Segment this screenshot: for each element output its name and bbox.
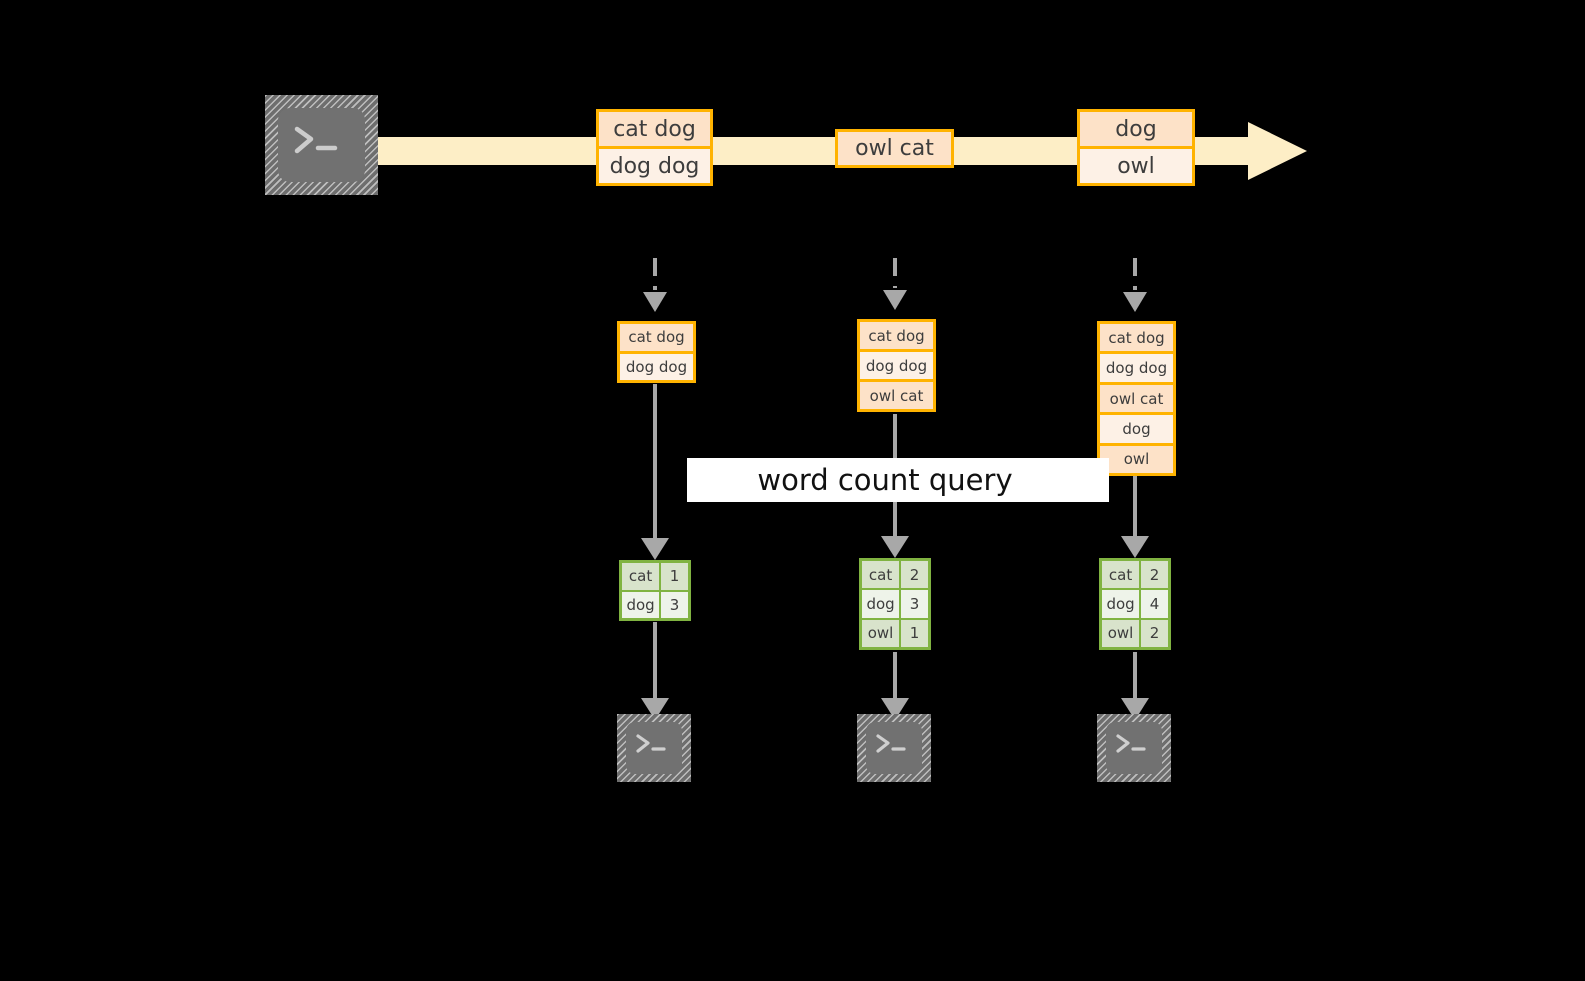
query-connector-arrowhead-3 [1121,536,1149,558]
query-connector-arrowhead-1 [641,538,669,560]
snapshot-3-input-stack[interactable]: cat dog dog dog owl cat dog owl [1097,321,1176,476]
snapshot-2-result-table[interactable]: cat 2 dog 3 owl 1 [859,558,931,650]
snapshot-3-result-table[interactable]: cat 2 dog 4 owl 2 [1099,558,1171,650]
snapshot-3-input-line-4: dog [1100,412,1173,443]
stream-event-2-line-1: owl cat [838,132,951,165]
result-word: dog [862,590,900,618]
table-row: owl 1 [862,617,928,647]
snapshot-1-input-stack[interactable]: cat dog dog dog [617,321,696,383]
result-word: owl [862,619,900,647]
stream-event-2[interactable]: owl cat [835,129,954,168]
snapshot-2-input-stack[interactable]: cat dog dog dog owl cat [857,319,936,412]
sink-connector-arrowhead-1 [641,698,669,720]
stream-event-1-line-1: cat dog [599,112,710,146]
result-word: cat [862,561,900,589]
result-word: cat [1102,561,1140,589]
source-terminal-prompt-icon [294,126,338,154]
snapshot-3-input-line-1: cat dog [1100,324,1173,352]
dashed-feed-arrowhead-2 [883,290,907,310]
source-terminal-body [278,108,365,182]
stream-event-1-line-2: dog dog [599,146,710,183]
result-count: 3 [899,590,928,618]
result-count: 3 [659,591,688,618]
sink-terminal-icon-1 [617,714,691,782]
result-count: 2 [1139,561,1168,589]
snapshot-2-input-line-3: owl cat [860,379,933,409]
result-count: 1 [659,563,688,590]
dashed-feed-arrowhead-1 [643,292,667,312]
table-row: dog 4 [1102,588,1168,618]
table-row: cat 2 [1102,561,1168,589]
sink-terminal-prompt-icon [1116,734,1146,753]
snapshot-1-input-line-1: cat dog [620,324,693,351]
sink-connector-arrowhead-2 [881,698,909,720]
stream-event-3-line-2: owl [1080,146,1192,183]
sink-terminal-icon-2 [857,714,931,782]
snapshot-3-input-line-5: owl [1100,442,1173,474]
table-row: dog 3 [622,589,688,618]
table-row: owl 2 [1102,617,1168,647]
result-count: 2 [899,561,928,589]
snapshot-2-input-line-1: cat dog [860,322,933,349]
source-terminal-icon [265,95,378,195]
result-word: dog [1102,590,1140,618]
sink-terminal-prompt-icon [876,734,906,753]
table-row: cat 1 [622,563,688,590]
result-count: 2 [1139,619,1168,647]
stream-event-1[interactable]: cat dog dog dog [596,109,713,186]
sink-connector-arrowhead-3 [1121,698,1149,720]
result-word: cat [622,563,660,590]
result-count: 4 [1139,590,1168,618]
table-row: cat 2 [862,561,928,589]
snapshot-2-input-line-2: dog dog [860,349,933,379]
query-label-text: word count query [757,463,1013,497]
table-row: dog 3 [862,588,928,618]
stream-event-3-line-1: dog [1080,112,1192,146]
stream-event-3[interactable]: dog owl [1077,109,1195,186]
snapshot-3-input-line-2: dog dog [1100,351,1173,382]
snapshot-1-result-table[interactable]: cat 1 dog 3 [619,560,691,621]
dashed-feed-arrowhead-3 [1123,292,1147,312]
query-label-band: word count query [687,458,1109,502]
sink-terminal-prompt-icon [636,734,666,753]
query-connector-arrowhead-2 [881,536,909,558]
result-word: dog [622,591,660,618]
result-word: owl [1102,619,1140,647]
sink-terminal-icon-3 [1097,714,1171,782]
snapshot-1-input-line-2: dog dog [620,350,693,380]
snapshot-3-input-line-3: owl cat [1100,381,1173,413]
result-count: 1 [899,619,928,647]
